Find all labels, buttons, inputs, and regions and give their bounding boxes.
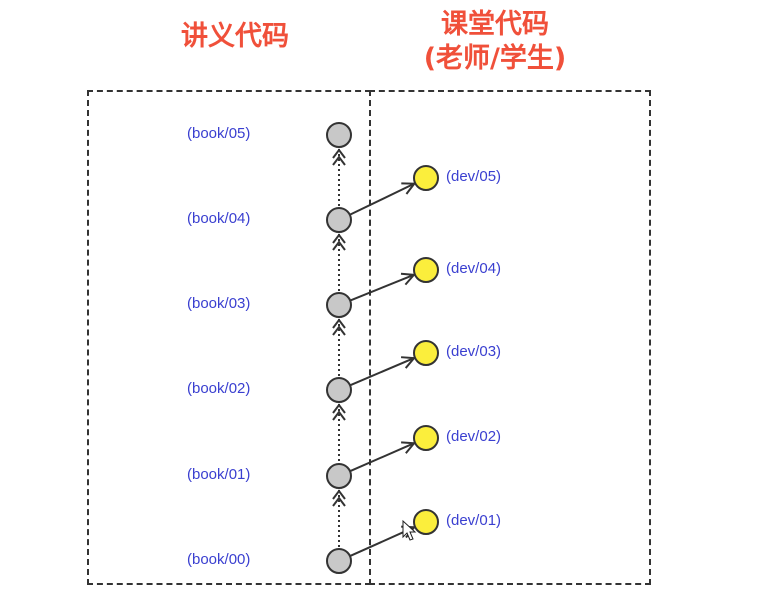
history-arrowhead: [332, 155, 346, 166]
class-code-heading-line1: 课堂代码: [441, 9, 549, 40]
nodes: [326, 122, 439, 574]
history-arrowhead: [332, 489, 346, 500]
class-code-heading: 课堂代码 (老师/学生): [395, 8, 595, 76]
book-commit-label: (book/02): [187, 380, 251, 397]
branch-arrow: [349, 182, 415, 216]
dev-commit-label: (dev/03): [446, 343, 502, 360]
book-commit-node: [326, 463, 352, 489]
book-commit-label: (book/05): [187, 125, 251, 142]
history-arrowhead: [332, 325, 346, 336]
book-commit-node: [326, 377, 352, 403]
dev-commit-label: (dev/02): [446, 428, 502, 445]
branch-arrow: [349, 442, 415, 473]
history-arrowhead: [332, 240, 346, 251]
book-commit-node: [326, 292, 352, 318]
book-commit-label: (book/01): [187, 466, 251, 483]
dev-commit-label: (dev/04): [446, 260, 502, 277]
connectors: [332, 148, 417, 558]
dev-commit-label: (dev/01): [446, 512, 502, 529]
branch-arrowhead: [400, 356, 417, 369]
branch-arrow: [349, 273, 415, 302]
history-arrowhead: [332, 318, 346, 329]
history-arrowhead: [332, 233, 346, 244]
book-commit-node: [326, 207, 352, 233]
dev-commit-label: (dev/05): [446, 168, 502, 185]
dev-commit-node: [413, 509, 439, 535]
mouse-cursor-icon: [402, 519, 417, 541]
history-arrowhead: [332, 496, 346, 507]
dev-commit-node: [413, 257, 439, 283]
history-arrowhead: [332, 403, 346, 414]
branch-arrowhead: [401, 182, 417, 195]
book-commit-node: [326, 122, 352, 148]
dev-commit-node: [413, 165, 439, 191]
dev-commit-node: [413, 340, 439, 366]
book-commit-label: (book/00): [187, 551, 251, 568]
class-code-heading-line2: (老师/学生): [423, 43, 567, 74]
branch-arrow: [349, 357, 415, 387]
dev-commit-node: [413, 425, 439, 451]
class-code-region: [369, 90, 651, 585]
history-arrowhead: [332, 410, 346, 421]
lecture-code-heading: 讲义代码: [181, 21, 289, 52]
history-arrowhead: [332, 148, 346, 159]
book-commit-node: [326, 548, 352, 574]
book-commit-label: (book/03): [187, 295, 251, 312]
book-commit-label: (book/04): [187, 210, 251, 227]
